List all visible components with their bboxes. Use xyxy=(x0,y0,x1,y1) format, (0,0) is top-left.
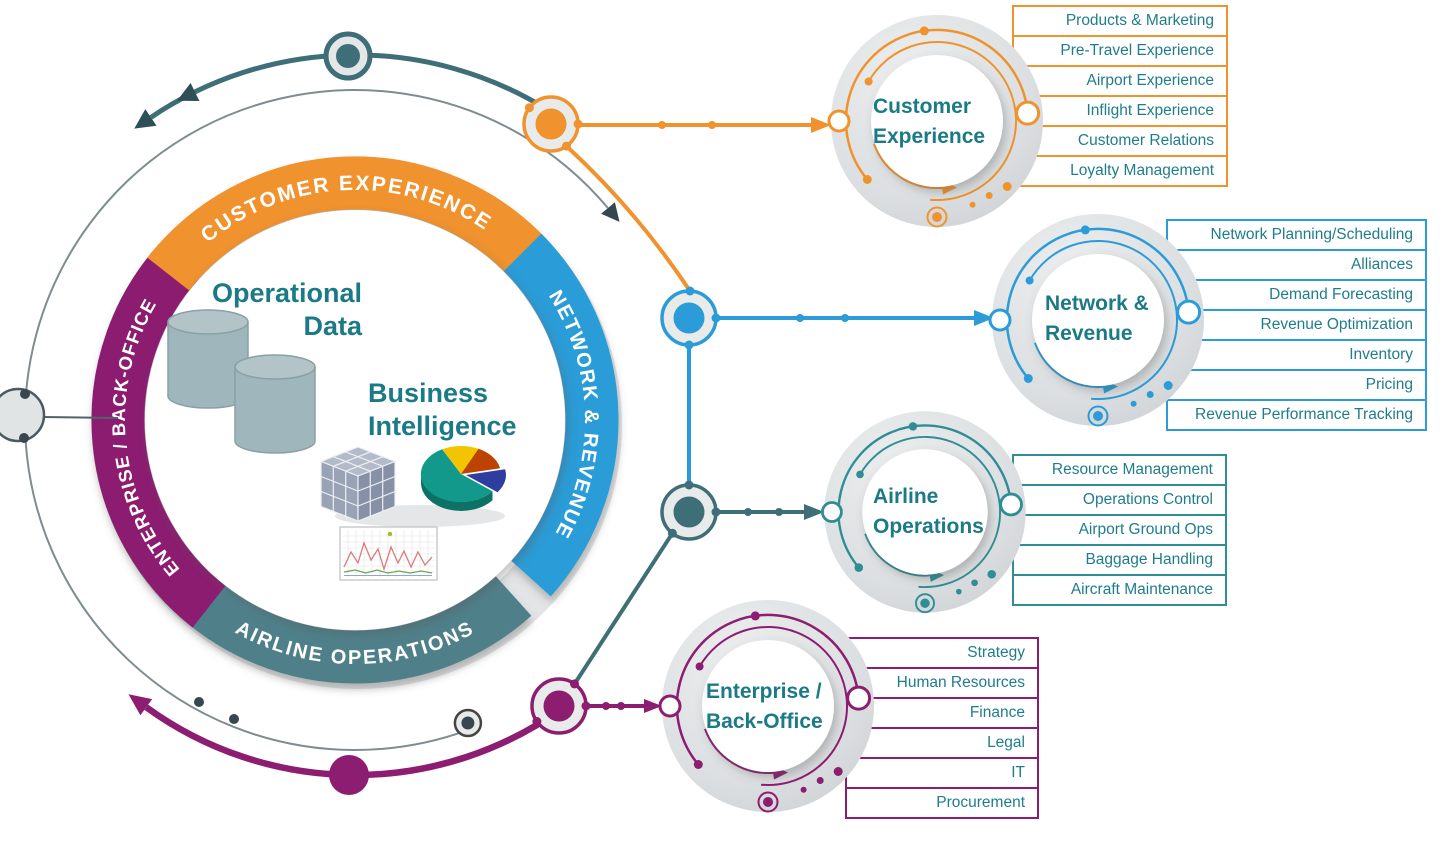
arrowhead-icon xyxy=(644,699,662,713)
teal-chain-connector xyxy=(572,532,675,686)
customer-experience-arrow xyxy=(578,117,831,133)
olap-cube-icon xyxy=(319,446,397,522)
business-intelligence-line2: Intelligence xyxy=(368,411,517,441)
satellite-label-line: Revenue xyxy=(1045,322,1133,345)
arrowhead-icon xyxy=(804,504,824,520)
list-item: Finance xyxy=(845,697,1039,729)
line-chart-icon xyxy=(339,526,438,581)
operational-data-line2: Data xyxy=(303,311,362,341)
list-item: Products & Marketing xyxy=(1012,5,1228,37)
satellite-label-line: Customer xyxy=(873,95,972,118)
satellite-label-network-revenue: Network & Revenue xyxy=(1045,289,1149,349)
airline-operations-banner-label: AIRLINE OPERATIONS xyxy=(232,617,478,669)
list-item: Strategy xyxy=(845,637,1039,669)
customer-experience-banner-label: CUSTOMER EXPERIENCE xyxy=(197,172,496,247)
arrowhead-icon xyxy=(974,310,994,326)
satellite-label-line: Operations xyxy=(873,515,984,538)
list-item: Pricing xyxy=(1166,369,1427,401)
customer-experience-banner xyxy=(147,156,548,291)
satellite-label-customer-experience: Customer Experience xyxy=(873,92,985,152)
list-item: Pre-Travel Experience xyxy=(1012,35,1228,67)
list-item: Operations Control xyxy=(1012,484,1227,516)
satellite-label-airline-operations: Airline Operations xyxy=(873,482,984,542)
airline-operations-arrow xyxy=(716,504,824,520)
orange-chain-connector xyxy=(565,144,692,293)
operational-data-line1: Operational xyxy=(211,278,362,308)
satellite-label-line: Airline xyxy=(873,485,939,508)
arrowhead-icon xyxy=(811,117,831,133)
list-item: Airport Ground Ops xyxy=(1012,514,1227,546)
orbit-arrowhead-icon xyxy=(128,694,153,716)
list-item: Airport Experience xyxy=(1012,65,1228,97)
list-item: Human Resources xyxy=(845,667,1039,699)
airline-operations-list: Resource Management Operations Control A… xyxy=(1012,454,1227,606)
list-item: IT xyxy=(845,757,1039,789)
list-item: Aircraft Maintenance xyxy=(1012,574,1227,606)
business-intelligence-label: Business Intelligence xyxy=(368,377,568,443)
icon-shadow xyxy=(335,505,505,527)
list-item: Revenue Optimization xyxy=(1166,309,1427,341)
enterprise-back-office-list: Strategy Human Resources Finance Legal I… xyxy=(845,637,1039,819)
orbit-arrowhead-icon xyxy=(601,202,620,222)
list-item: Alliances xyxy=(1166,249,1427,281)
airline-operations-node xyxy=(662,480,721,539)
orbit-chevron-icon xyxy=(177,83,200,101)
list-item: Inflight Experience xyxy=(1012,95,1228,127)
list-item: Customer Relations xyxy=(1012,125,1228,157)
customer-experience-list: Products & Marketing Pre-Travel Experien… xyxy=(1012,5,1228,187)
satellite-label-enterprise-back-office: Enterprise / Back-Office xyxy=(706,677,823,737)
network-revenue-arrow xyxy=(716,310,994,326)
satellite-label-line: Experience xyxy=(873,125,986,148)
satellite-label-line: Network & xyxy=(1045,292,1149,315)
customer-experience-node xyxy=(524,97,583,151)
purple-bottom-orbit xyxy=(128,694,566,795)
list-item: Network Planning/Scheduling xyxy=(1166,219,1427,251)
orbit-big-dot xyxy=(329,755,369,795)
teal-top-orbit xyxy=(134,52,550,129)
network-revenue-list: Network Planning/Scheduling Alliances De… xyxy=(1166,219,1427,431)
satellite-label-line: Enterprise / xyxy=(706,680,822,703)
airline-operations-banner xyxy=(178,576,532,684)
enterprise-back-office-arrow xyxy=(586,699,662,713)
list-item: Inventory xyxy=(1166,339,1427,371)
list-item: Loyalty Management xyxy=(1012,155,1228,187)
operational-data-label: Operational Data xyxy=(190,277,362,343)
orbit-chevron-icon xyxy=(134,109,157,129)
enterprise-back-office-banner-label: ENTERPRISE / BACK-OFFICE xyxy=(108,295,183,581)
list-item: Resource Management xyxy=(1012,454,1227,486)
business-intelligence-line1: Business xyxy=(368,378,489,408)
top-orbit-node xyxy=(323,31,373,81)
left-orbit-node xyxy=(0,387,119,443)
list-item: Legal xyxy=(845,727,1039,759)
satellite-label-line: Back-Office xyxy=(706,710,823,733)
list-item: Baggage Handling xyxy=(1012,544,1227,576)
pie-chart-icon xyxy=(420,445,506,511)
enterprise-back-office-node xyxy=(532,679,591,733)
list-item: Revenue Performance Tracking xyxy=(1166,399,1427,431)
orbit-terminus-dot xyxy=(453,708,483,738)
network-revenue-node xyxy=(662,286,721,350)
list-item: Procurement xyxy=(845,787,1039,819)
list-item: Demand Forecasting xyxy=(1166,279,1427,311)
